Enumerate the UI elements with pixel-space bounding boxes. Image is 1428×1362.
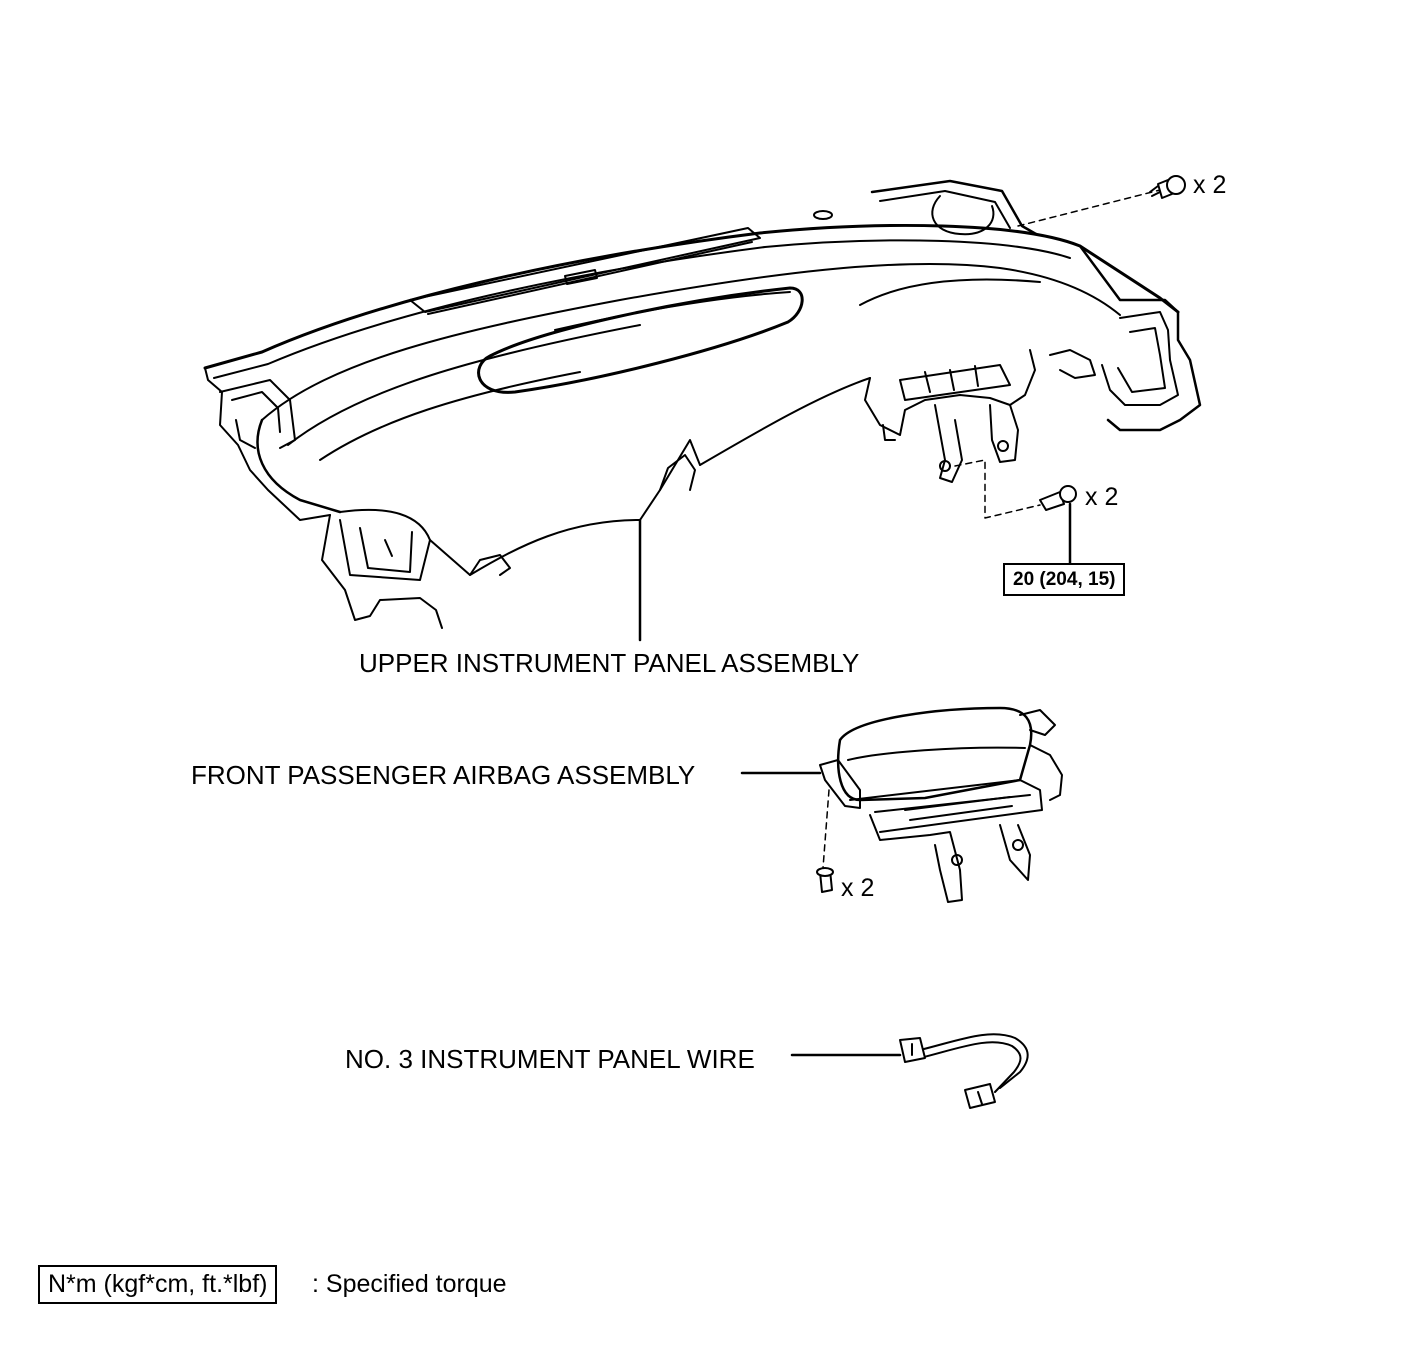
label-no3-instrument-panel-wire: NO. 3 INSTRUMENT PANEL WIRE <box>345 1044 755 1074</box>
upper-instrument-panel-drawing <box>203 179 1202 642</box>
quantity-mid-right-bolt: x 2 <box>1085 483 1119 511</box>
torque-spec-box: 20 (204, 15) <box>1003 563 1126 596</box>
bolt-top-right-drawing <box>1017 175 1186 227</box>
label-front-passenger-airbag: FRONT PASSENGER AIRBAG ASSEMBLY <box>191 760 696 790</box>
airbag-drawing <box>819 706 1063 903</box>
bolt-mid-right-drawing <box>954 459 1077 565</box>
label-upper-instrument-panel: UPPER INSTRUMENT PANEL ASSEMBLY <box>359 648 860 678</box>
quantity-top-right-bolt: x 2 <box>1193 171 1227 199</box>
legend-unit-box: N*m (kgf*cm, ft.*lbf) <box>38 1265 278 1304</box>
quantity-airbag-screw: x 2 <box>841 874 875 902</box>
legend-description: : Specified torque <box>312 1270 507 1298</box>
wire-drawing <box>899 1033 1029 1109</box>
